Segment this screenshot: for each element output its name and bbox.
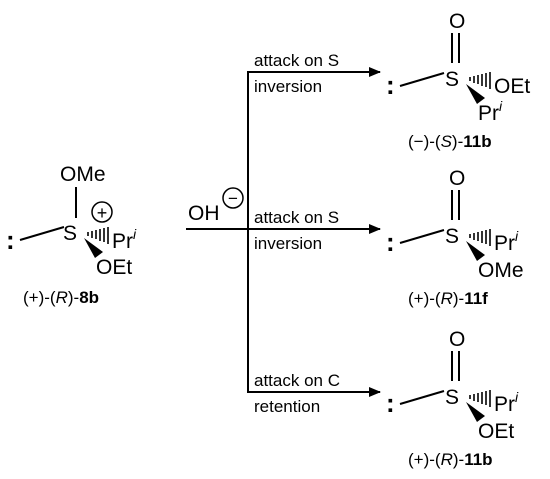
compound-label-11b-r: (+)-(R)-11b	[408, 450, 493, 469]
branch-2-line2: inversion	[254, 234, 322, 253]
sulfur-atom: S	[445, 68, 459, 91]
branch-1-line1: attack on S	[254, 51, 339, 70]
oxygen-atom: O	[449, 10, 465, 33]
hashed-substituent: OEt	[494, 75, 530, 98]
wedge-bond-oet	[84, 238, 103, 258]
hashed-substituent: Pri	[494, 228, 519, 255]
product-11b-r: : S O Pri OEt (+)-(R)-11b	[386, 328, 519, 469]
oet-group: OEt	[96, 256, 132, 279]
branch-1-line2: inversion	[254, 77, 322, 96]
reaction-arrows	[186, 67, 381, 397]
starting-material: : S OMe + Pri OEt (+)-(R)-8b	[6, 163, 137, 307]
compound-label-11b-s: (−)-(S)-11b	[408, 132, 492, 151]
wedge-bond	[466, 84, 485, 104]
hashed-substituent: Pri	[494, 389, 519, 416]
ome-group: OMe	[60, 163, 106, 186]
hashed-bond	[469, 72, 491, 89]
branch-3-line1: attack on C	[254, 371, 340, 390]
reagent: OH −	[188, 187, 244, 225]
lone-pair: :	[386, 388, 395, 418]
branch-3-line2: retention	[254, 397, 320, 416]
negative-charge: −	[228, 189, 238, 208]
product-11b-s: : S O OEt Pri (−)-(S)-11b	[386, 10, 530, 151]
pr-group: Pri	[112, 226, 137, 253]
lone-pair-bond	[399, 390, 445, 405]
wedge-bond	[466, 241, 485, 261]
oxygen-atom: O	[449, 328, 465, 351]
sulfur-atom: S	[63, 222, 77, 245]
sulfur-atom: S	[445, 225, 459, 248]
wedge-substituent: OMe	[478, 259, 524, 282]
hashed-bond	[469, 390, 491, 407]
lone-pair: :	[386, 227, 395, 257]
negative-charge-circle	[222, 187, 244, 209]
positive-charge-circle	[91, 201, 113, 223]
compound-label-8b: (+)-(R)-8b	[23, 288, 99, 307]
hashed-bond-pr	[87, 227, 109, 244]
product-11f: : S O Pri OMe (+)-(R)-11f	[386, 167, 524, 308]
hydroxide-label: OH	[188, 202, 220, 225]
wedge-substituent: Pri	[478, 98, 503, 125]
branch-2-line1: attack on S	[254, 208, 339, 227]
lone-pair: :	[386, 70, 395, 100]
lone-pair-bond	[19, 226, 65, 241]
compound-label-11f: (+)-(R)-11f	[408, 289, 488, 308]
wedge-substituent: OEt	[478, 420, 514, 443]
lone-pair: :	[6, 225, 15, 255]
lone-pair-bond	[399, 229, 445, 244]
sulfur-atom: S	[445, 386, 459, 409]
positive-charge: +	[97, 203, 108, 223]
oxygen-atom: O	[449, 167, 465, 190]
hashed-bond	[469, 229, 491, 246]
wedge-bond	[466, 402, 485, 422]
lone-pair-bond	[399, 72, 445, 87]
